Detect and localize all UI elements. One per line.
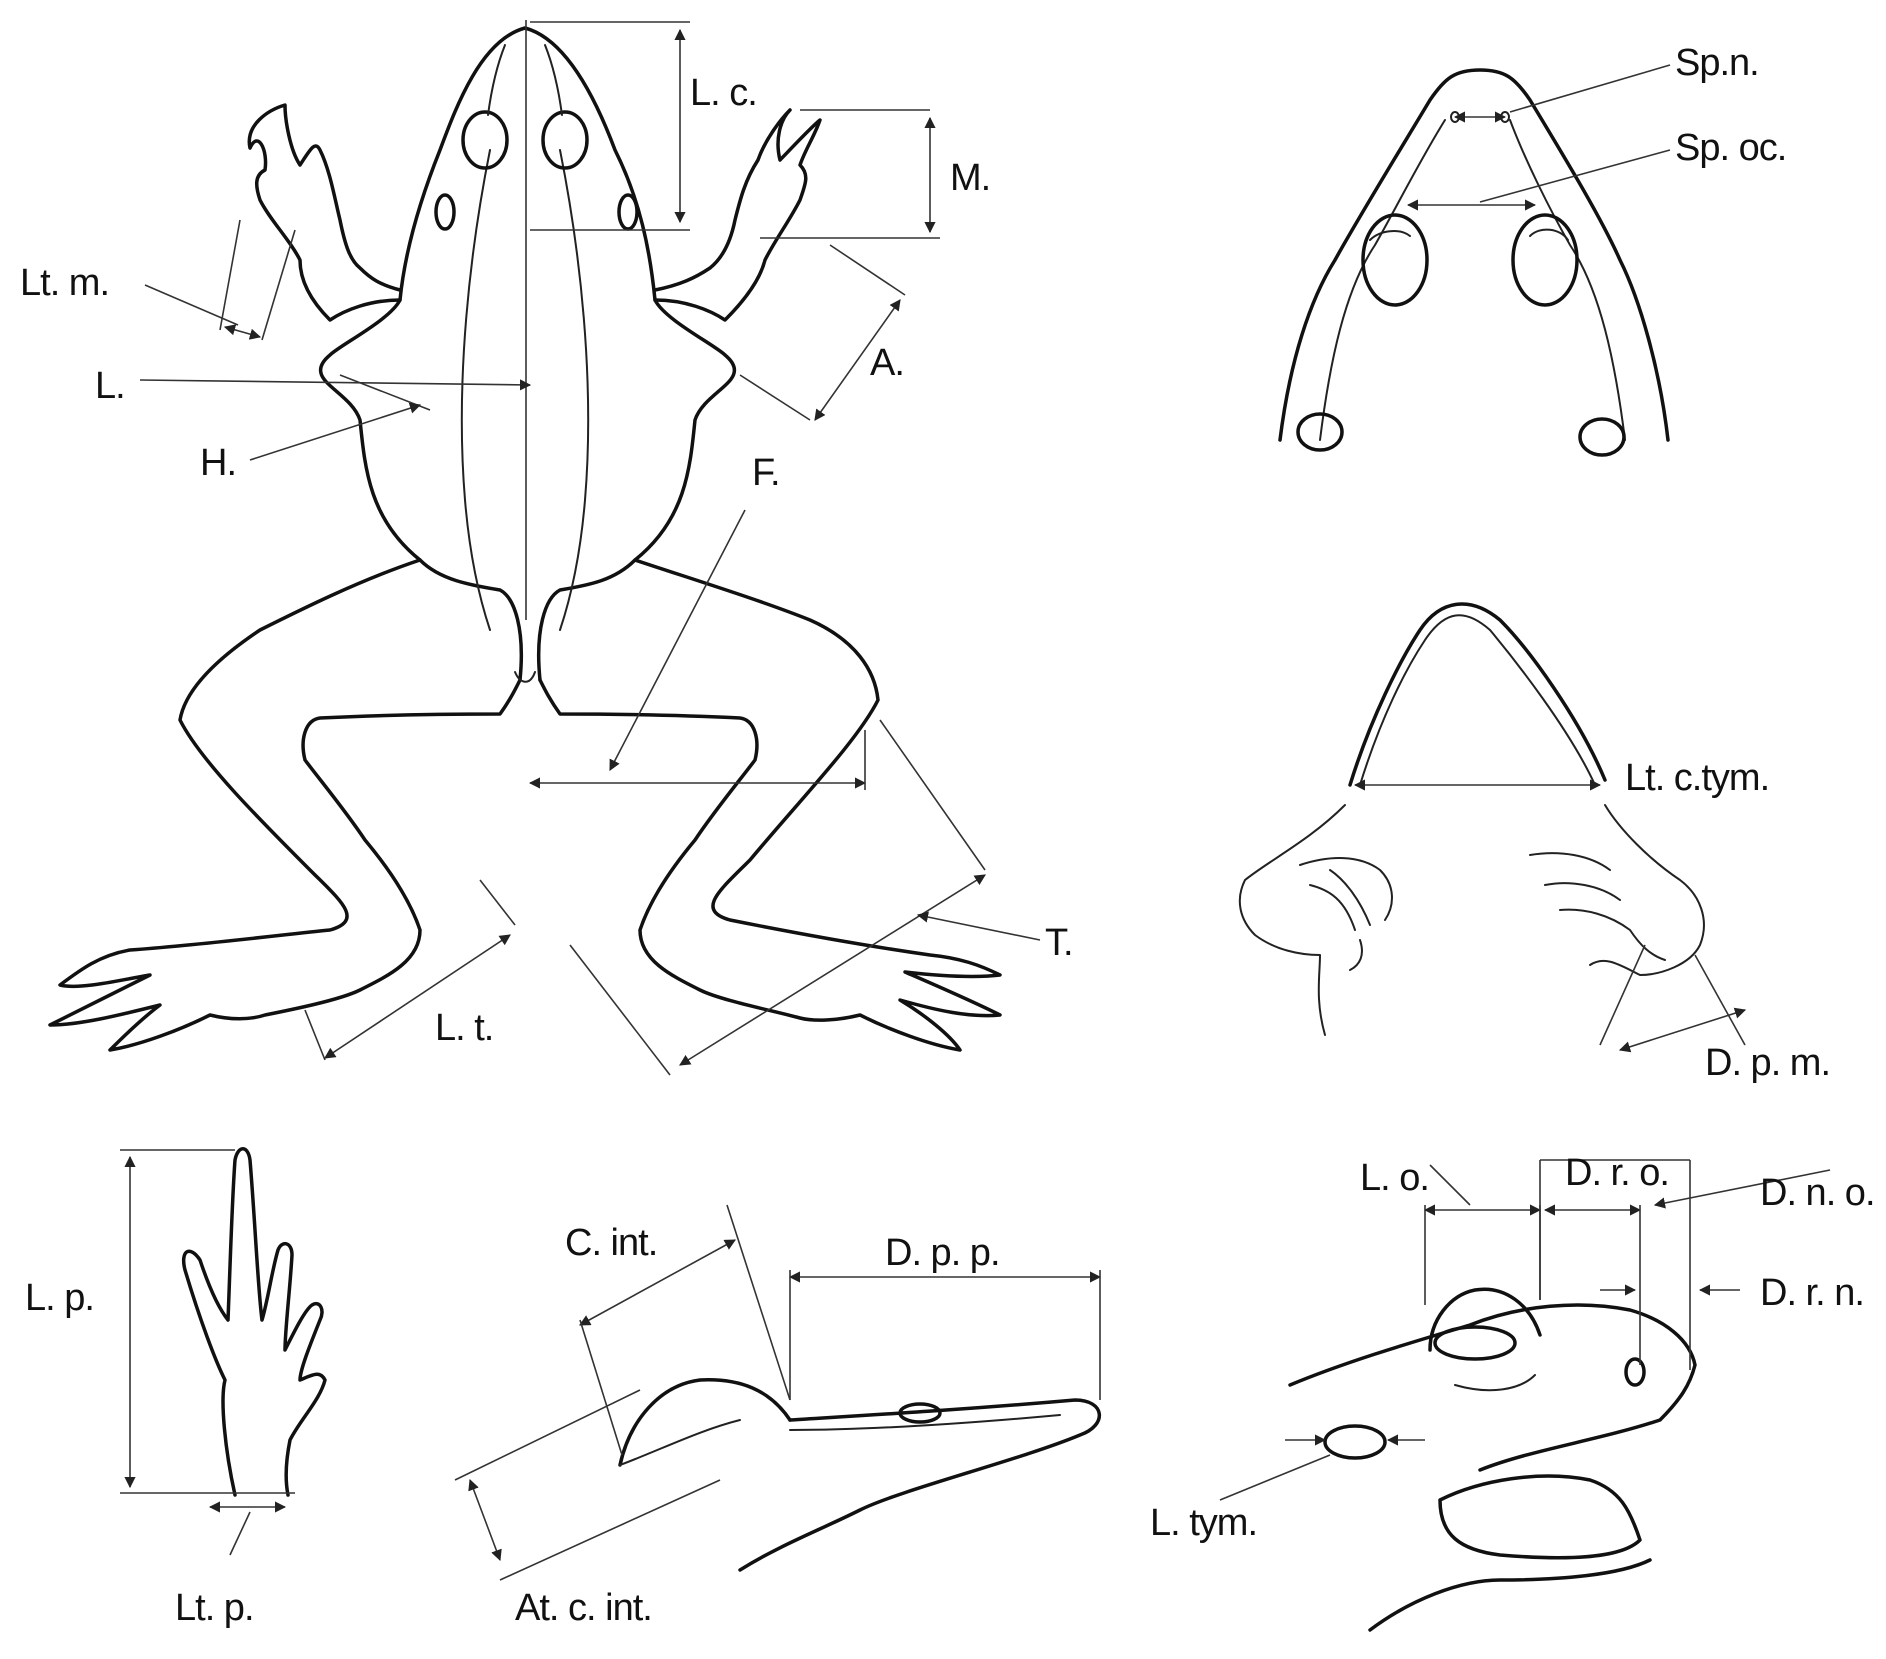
label-ltctym: Lt. c.tym. [1625, 757, 1769, 799]
label-spoc: Sp. oc. [1675, 127, 1786, 169]
label-lc: L. c. [690, 72, 757, 114]
label-a: A. [870, 342, 904, 384]
label-ltym: L. tym. [1150, 1502, 1257, 1544]
label-t: T. [1045, 922, 1073, 964]
frog-dorsal-view [50, 20, 1040, 1075]
label-lt: L. t. [435, 1007, 493, 1049]
label-atcint: At. c. int. [515, 1587, 652, 1629]
head-tympanum-detail [1240, 604, 1747, 1053]
label-spn: Sp.n. [1675, 42, 1759, 84]
label-drn: D. r. n. [1760, 1272, 1864, 1314]
label-h: H. [200, 442, 236, 484]
label-l: L. [95, 365, 125, 407]
label-cint: C. int. [565, 1222, 657, 1264]
label-dpp: D. p. p. [885, 1232, 1000, 1274]
label-dpm: D. p. m. [1705, 1042, 1830, 1084]
label-m: M. [950, 157, 990, 199]
label-lo: L. o. [1360, 1157, 1429, 1199]
head-dorsal-detail [1280, 65, 1670, 455]
label-ltp: Lt. p. [175, 1587, 254, 1629]
metatarsal-tubercle-detail [455, 1205, 1102, 1580]
label-dno: D. n. o. [1760, 1172, 1875, 1214]
label-lp: L. p. [25, 1277, 94, 1319]
label-dro: D. r. o. [1565, 1152, 1669, 1194]
label-ltm: Lt. m. [20, 262, 109, 304]
hind-foot-detail [120, 1149, 325, 1555]
label-f: F. [752, 452, 780, 494]
head-lateral-detail [1220, 1160, 1830, 1630]
